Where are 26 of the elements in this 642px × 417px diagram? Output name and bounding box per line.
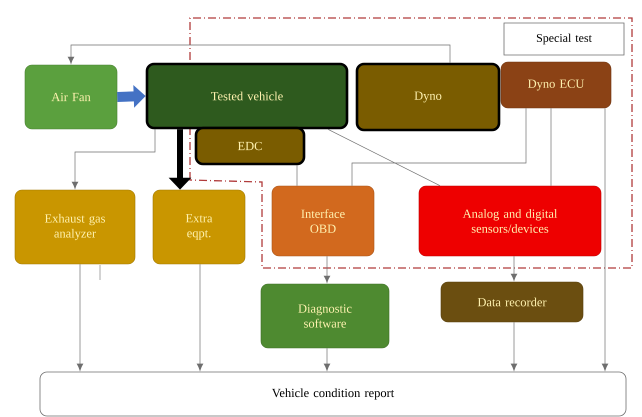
arrow xyxy=(72,128,156,189)
connector-line xyxy=(352,108,526,186)
connector-line xyxy=(550,108,552,186)
arrow xyxy=(510,322,518,371)
process-box: Air Fan xyxy=(24,64,118,130)
connector-line xyxy=(328,128,440,186)
process-box: Tested vehicle xyxy=(146,62,348,130)
arrow xyxy=(68,44,450,64)
report-box: Vehicle condition report xyxy=(40,372,626,416)
label-box: Special test xyxy=(504,22,624,56)
process-box: Dyno ECU xyxy=(500,62,612,108)
arrow xyxy=(602,108,608,371)
arrow xyxy=(196,264,204,371)
process-box: Analog and digital sensors/devices xyxy=(418,186,602,256)
process-box: EDC xyxy=(194,126,306,166)
process-box: Dyno xyxy=(356,62,500,132)
process-box: Extra eqpt. xyxy=(152,190,246,264)
process-box: Data recorder xyxy=(440,282,584,322)
connector-line xyxy=(296,164,298,186)
arrow xyxy=(324,348,330,371)
arrow xyxy=(324,256,330,283)
arrow xyxy=(76,264,84,371)
arrow xyxy=(510,256,518,281)
process-box: Interface OBD xyxy=(272,186,374,256)
process-box: Exhaust gas analyzer xyxy=(14,190,136,264)
process-box: Diagnostic software xyxy=(260,284,390,348)
